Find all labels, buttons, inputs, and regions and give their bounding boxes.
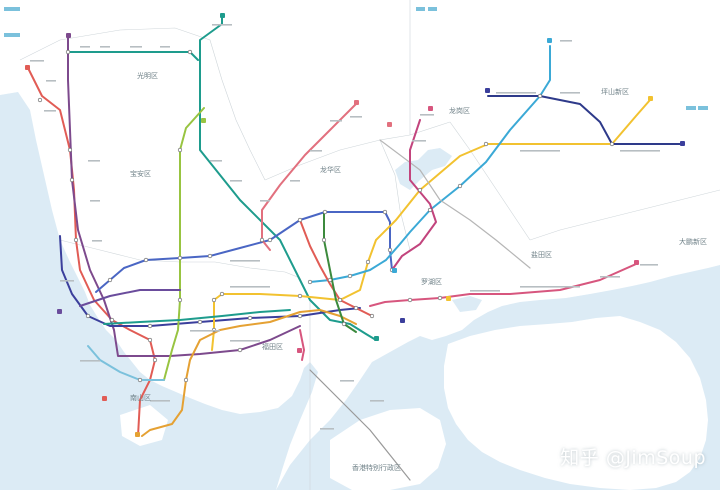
district-label-luohu: 罗湖区 [421, 277, 442, 286]
line-lime [163, 107, 205, 381]
district-label-dapeng: 大鹏新区 [679, 237, 707, 246]
line-red [27, 67, 156, 437]
line-pink [261, 103, 357, 251]
line-orange [141, 309, 357, 437]
district-label-longhua: 龙华区 [320, 165, 341, 174]
district-label-nanshan: 南山区 [130, 393, 151, 402]
line-badges [25, 13, 685, 437]
line-magenta [391, 119, 437, 271]
district-label-pingshan: 坪山新区 [601, 87, 629, 96]
line-rose [299, 329, 305, 361]
stations [37, 49, 615, 383]
line-navy [487, 95, 681, 145]
line-pink-b [369, 263, 637, 307]
legend-tags [4, 7, 708, 110]
line-blue [95, 211, 393, 293]
district-label-yantian: 盐田区 [531, 250, 552, 259]
land-islands [120, 316, 708, 490]
line-teal [199, 15, 377, 341]
district-label-futian: 福田区 [262, 342, 283, 351]
district-labels: 光明区 宝安区 龙华区 坪山新区 龙岗区 盐田区 大鹏新区 罗湖区 福田区 南山… [130, 71, 707, 472]
line-lightblue [87, 345, 165, 381]
line-violet [79, 289, 181, 307]
line-sky [309, 45, 551, 283]
line-grey [379, 139, 531, 269]
district-label-guangming: 光明区 [137, 71, 158, 80]
line-purple [67, 35, 301, 357]
line-grey-b [309, 369, 411, 481]
line-teal-b [67, 51, 199, 61]
station-label-texture [30, 24, 660, 430]
line-green-h [103, 309, 291, 325]
district-label-baoan: 宝安区 [130, 169, 151, 178]
watermark: 知乎 @JimSoup [560, 447, 706, 469]
district-label-hongkong: 香港特别行政区 [352, 463, 401, 472]
line-darkgreen [323, 211, 357, 333]
district-label-longgang: 龙岗区 [449, 106, 470, 115]
